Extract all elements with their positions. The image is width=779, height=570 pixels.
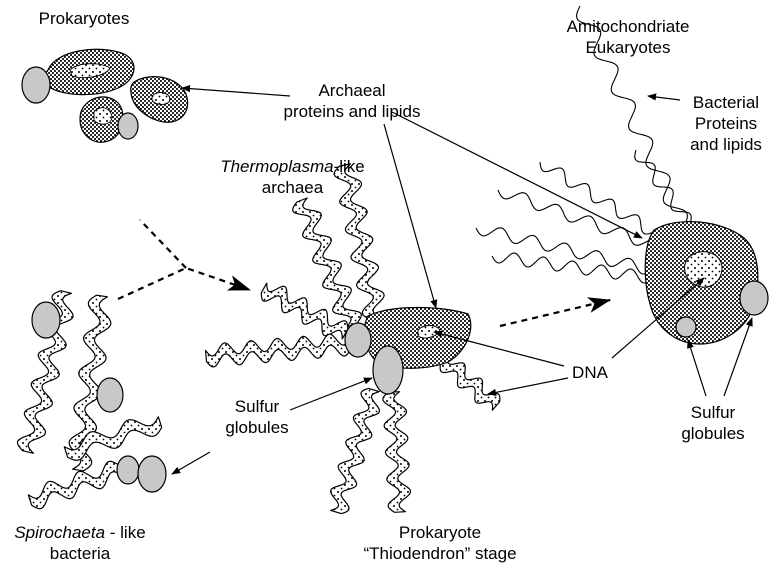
sulfur-globule bbox=[97, 378, 123, 412]
spirochaeta-line2: bacteria bbox=[0, 543, 160, 564]
label-dna: DNA bbox=[560, 362, 620, 383]
archaeal-line1: Archaeal bbox=[272, 80, 432, 101]
sulfur-left-line2: globules bbox=[212, 417, 302, 438]
arrow-archaeal-to-thiodendron bbox=[384, 124, 436, 308]
sulfur-globule bbox=[373, 346, 403, 394]
thermoplasma-genus: Thermoplasma bbox=[220, 157, 333, 176]
undulipodium bbox=[492, 253, 652, 283]
undulipodium bbox=[498, 190, 662, 248]
sulfur-globule bbox=[138, 456, 166, 492]
spirochaeta-genus: Spirochaeta bbox=[14, 523, 105, 542]
arrow-archaeal-to-eukaryote bbox=[392, 112, 642, 238]
sulfur-right-line2: globules bbox=[668, 423, 758, 444]
undulipodium bbox=[635, 150, 691, 224]
amito-line1: Amitochondriate bbox=[552, 16, 704, 37]
sulfur-globule bbox=[118, 113, 138, 139]
prokaryote-line2: “Thiodendron” stage bbox=[340, 543, 540, 564]
sulfur-globule bbox=[32, 302, 60, 338]
sulfur-left-line1: Sulfur bbox=[212, 396, 302, 417]
label-spirochaeta: Spirochaeta - like bacteria bbox=[0, 522, 160, 564]
sulfur-globule bbox=[676, 317, 696, 337]
thermoplasma-line2: archaea bbox=[195, 177, 390, 198]
thermoplasma-suffix: -like bbox=[334, 157, 365, 176]
arrow-dna-to-spirochete bbox=[488, 378, 568, 394]
label-sulfur-globules-left: Sulfur globules bbox=[212, 396, 302, 438]
dashed-branch-thermoplasma bbox=[140, 220, 186, 268]
label-bacterial-proteins: Bacterial Proteins and lipids bbox=[676, 92, 776, 155]
label-amitochondriate: Amitochondriate Eukaryotes bbox=[552, 16, 704, 58]
nucleoid bbox=[152, 93, 170, 105]
label-prokaryote-thiodendron: Prokaryote “Thiodendron” stage bbox=[340, 522, 540, 564]
spirochete-body bbox=[440, 356, 500, 410]
label-thermoplasma: Thermoplasma-like archaea bbox=[195, 156, 390, 198]
sulfur-globule bbox=[740, 281, 768, 315]
amito-line2: Eukaryotes bbox=[552, 37, 704, 58]
undulipodium bbox=[540, 162, 666, 240]
arrow-sulfur-to-thiodendron bbox=[290, 378, 372, 410]
label-archaeal-proteins: Archaeal proteins and lipids bbox=[272, 80, 432, 122]
dashed-arrow-thermoplasma bbox=[118, 268, 250, 299]
label-sulfur-globules-right: Sulfur globules bbox=[668, 402, 758, 444]
nucleoid bbox=[94, 108, 112, 125]
sulfur-globule bbox=[117, 456, 139, 484]
arrow-sulfur-to-eukaryote-small bbox=[688, 340, 706, 396]
bacterial-line3: and lipids bbox=[676, 134, 776, 155]
sulfur-globule bbox=[345, 323, 371, 357]
spirochete-body bbox=[383, 392, 411, 513]
prokaryotes-text: Prokaryotes bbox=[22, 8, 146, 29]
bacterial-line2: Proteins bbox=[676, 113, 776, 134]
thermoplasma-line1: Thermoplasma-like bbox=[195, 156, 390, 177]
spirochete-body bbox=[331, 388, 380, 513]
arrow-spirochaeta-to-globules bbox=[172, 452, 210, 474]
dna-text: DNA bbox=[560, 362, 620, 383]
spirochaeta-suffix: - like bbox=[105, 523, 146, 542]
label-prokaryotes: Prokaryotes bbox=[22, 8, 146, 29]
archaeal-line2: proteins and lipids bbox=[272, 101, 432, 122]
spirochete-body bbox=[206, 334, 351, 367]
prokaryote-line1: Prokaryote bbox=[340, 522, 540, 543]
prokaryote-cells bbox=[22, 49, 188, 142]
nucleus bbox=[685, 252, 722, 287]
sulfur-right-line1: Sulfur bbox=[668, 402, 758, 423]
dashed-arrow-to-eukaryote bbox=[500, 300, 610, 326]
bacterial-line1: Bacterial bbox=[676, 92, 776, 113]
sulfur-globule bbox=[22, 67, 50, 103]
spirochaeta-line1: Spirochaeta - like bbox=[0, 522, 160, 543]
